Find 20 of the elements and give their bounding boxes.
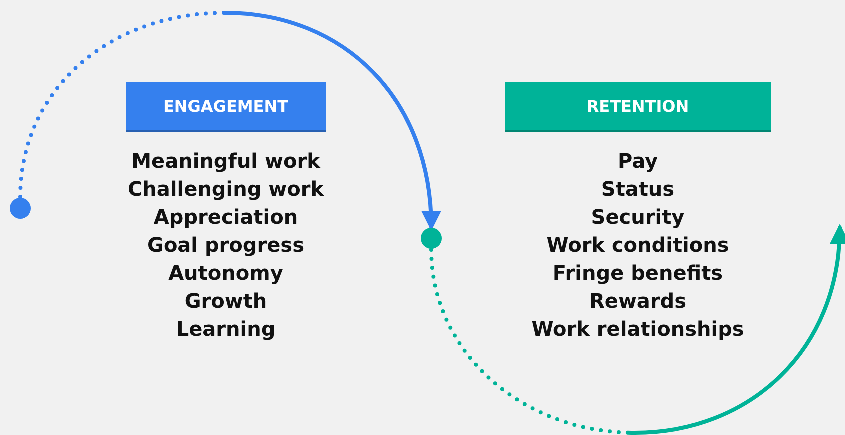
list-item: Meaningful work bbox=[132, 149, 320, 173]
list-item: Work conditions bbox=[546, 233, 730, 257]
dot-marker bbox=[421, 228, 442, 249]
list-item: Security bbox=[591, 205, 685, 229]
list-item: Autonomy bbox=[168, 261, 284, 285]
list-item: Fringe benefits bbox=[552, 261, 724, 285]
list-item: Growth bbox=[184, 289, 268, 313]
list-item: Work relationships bbox=[532, 317, 744, 341]
list-item: Goal progress bbox=[148, 233, 304, 257]
list-item: Challenging work bbox=[128, 177, 324, 201]
list-item: Learning bbox=[176, 317, 276, 341]
heading-banner: RETENTION bbox=[505, 82, 771, 132]
list-item: Appreciation bbox=[154, 205, 298, 229]
list-item: Pay bbox=[618, 149, 658, 173]
curved-arrow bbox=[430, 224, 845, 435]
curved-arrow bbox=[18, 11, 441, 231]
heading-banner: ENGAGEMENT bbox=[126, 82, 326, 132]
list-item: Status bbox=[601, 177, 675, 201]
list-item: Rewards bbox=[589, 289, 687, 313]
dot-marker bbox=[10, 198, 31, 219]
